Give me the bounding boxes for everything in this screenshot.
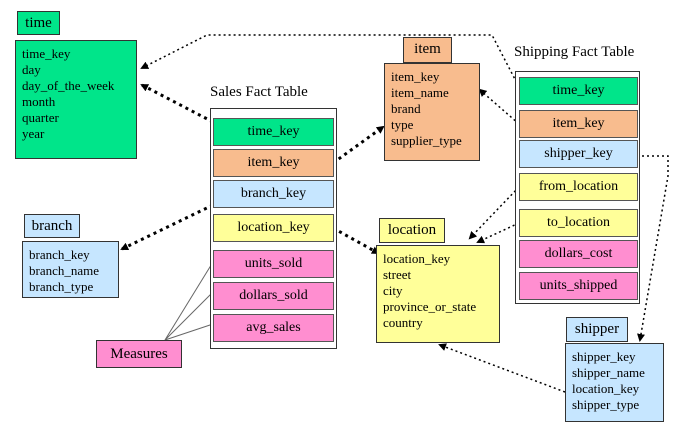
time-attr: day_of_the_week: [22, 78, 115, 93]
time-attr: quarter: [22, 110, 59, 125]
shipper-attr: shipper_name: [572, 365, 645, 380]
time-attr: time_key: [22, 46, 71, 61]
sales-fact-measure: dollars_sold: [213, 282, 334, 310]
sales-fact-key: item_key: [213, 149, 334, 177]
location-attr: country: [383, 315, 423, 330]
sales-fact-key: location_key: [213, 214, 334, 242]
branch-attr: branch_type: [29, 279, 94, 294]
item-attr: brand: [391, 101, 421, 116]
branch-title: branch: [24, 214, 80, 238]
shipping-fact-field: from_location: [519, 173, 638, 201]
time-attr: day: [22, 62, 41, 77]
shipper-title: shipper: [566, 317, 628, 342]
measures-label: Measures: [96, 340, 182, 368]
sales-time-link: [140, 83, 214, 124]
shipping-fact-field: time_key: [519, 77, 638, 105]
sales-branch-link: [120, 203, 214, 251]
shipping-fact-field: to_location: [519, 209, 638, 237]
sales-fact-title: Sales Fact Table: [210, 84, 308, 100]
shipping-fact-field: item_key: [519, 110, 638, 138]
shipping-fact-field: shipper_key: [519, 140, 638, 168]
sales-fact-key: branch_key: [213, 180, 334, 208]
time-title: time: [17, 11, 60, 35]
item-attr: item_key: [391, 69, 440, 84]
sales-location-link: [332, 226, 380, 255]
shipper-attributes: shipper_key shipper_name location_key sh…: [565, 343, 664, 422]
shipping-item-link: [478, 88, 520, 125]
branch-attributes: branch_key branch_name branch_type: [22, 241, 119, 298]
shipper-attr: location_key: [572, 381, 640, 396]
shipping-fact-field: dollars_cost: [519, 240, 638, 268]
shipper-attr: shipper_key: [572, 349, 636, 364]
sales-item-link: [332, 125, 385, 165]
shipper-attr: shipper_type: [572, 397, 640, 412]
sales-fact-key: time_key: [213, 118, 334, 146]
location-attr: street: [383, 267, 412, 282]
time-attr: year: [22, 126, 45, 141]
item-attr: supplier_type: [391, 133, 462, 148]
time-attr: month: [22, 94, 56, 109]
shipping-fact-title: Shipping Fact Table: [514, 44, 635, 60]
location-attr: city: [383, 283, 403, 298]
measures-pointer-2: [164, 291, 214, 341]
location-title: location: [379, 218, 445, 243]
branch-attr: branch_name: [29, 263, 100, 278]
shipping-fact-field: units_shipped: [519, 272, 638, 300]
shipping-from-location-link: [468, 186, 520, 240]
sales-fact-measure: avg_sales: [213, 314, 334, 342]
measures-pointer-3: [164, 323, 214, 341]
item-attr: type: [391, 117, 414, 132]
sales-fact-measure: units_sold: [213, 250, 334, 278]
measures-pointer-1: [164, 261, 214, 341]
location-attr: province_or_state: [383, 299, 477, 314]
location-attr: location_key: [383, 251, 451, 266]
item-title: item: [403, 37, 452, 63]
item-attr: item_name: [391, 85, 449, 100]
shipping-shipper-link: [632, 155, 669, 342]
location-attributes: location_key street city province_or_sta…: [376, 245, 500, 343]
shipping-time-link: [140, 34, 520, 88]
shipper-location-link: [438, 343, 566, 393]
branch-attr: branch_key: [29, 247, 90, 262]
item-attributes: item_key item_name brand type supplier_t…: [384, 63, 480, 161]
shipping-to-location-link: [476, 222, 520, 244]
time-attributes: time_key day day_of_the_week month quart…: [15, 40, 137, 159]
